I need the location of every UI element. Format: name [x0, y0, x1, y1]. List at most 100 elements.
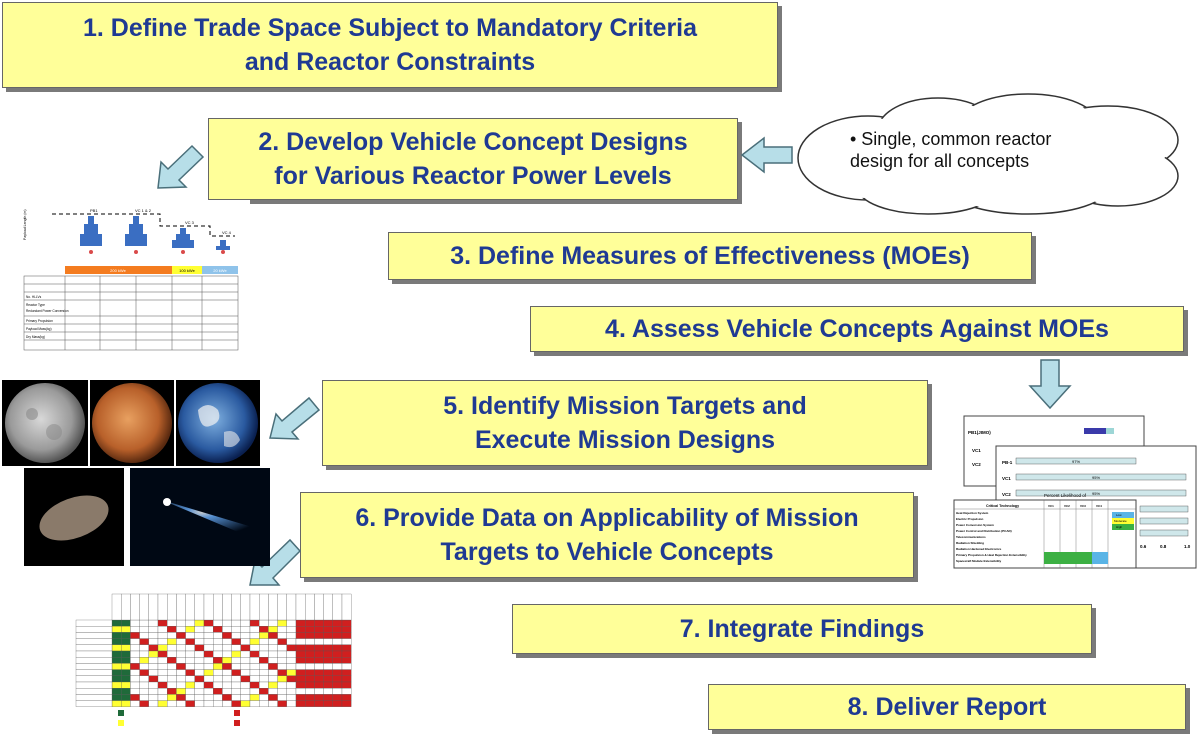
step-5-box: 5. Identify Mission Targets and Execute …	[322, 380, 928, 466]
matrix-cell	[176, 694, 186, 701]
matrix-cell	[167, 700, 177, 707]
matrix-cell	[203, 675, 214, 683]
matrix-cell	[277, 632, 287, 639]
matrix-cell	[148, 619, 159, 627]
matrix-cell	[121, 657, 131, 664]
matrix-cell	[231, 675, 241, 683]
matrix-cell	[167, 632, 177, 639]
matrix-cell	[231, 644, 241, 652]
matrix-cell	[259, 688, 269, 695]
svg-text:VC1: VC1	[972, 448, 981, 453]
matrix-cell	[130, 650, 140, 658]
matrix-cell	[203, 632, 214, 639]
matrix-cell	[222, 638, 232, 645]
matrix-cell	[222, 663, 232, 670]
matrix-cell	[139, 632, 149, 639]
matrix-cell	[240, 626, 251, 633]
matrix-cell	[314, 675, 324, 683]
matrix-row-label	[75, 644, 113, 652]
matrix-cell	[277, 650, 287, 658]
arrow-step4-to-moe	[1028, 359, 1072, 410]
matrix-cell	[341, 669, 352, 676]
svg-text:Power Control and Distribution: Power Control and Distribution (PCAD)	[956, 529, 1012, 533]
matrix-cell	[176, 644, 186, 652]
matrix-cell	[332, 619, 343, 627]
matrix-cell	[167, 626, 177, 633]
matrix-cell	[268, 681, 278, 689]
matrix-row-label	[75, 626, 113, 633]
svg-text:0.8: 0.8	[1160, 544, 1167, 549]
matrix-cell	[148, 700, 159, 707]
matrix-col-header	[176, 593, 186, 621]
matrix-cell	[167, 694, 177, 701]
matrix-cell	[213, 619, 223, 627]
matrix-cell	[203, 681, 214, 689]
matrix-cell	[139, 681, 149, 689]
matrix-cell	[167, 675, 177, 683]
matrix-legend-swatch	[118, 720, 124, 726]
matrix-cell	[222, 650, 232, 658]
matrix-cell	[111, 619, 122, 627]
matrix-cell	[185, 681, 195, 689]
matrix-col-header	[323, 593, 333, 621]
matrix-cell	[295, 675, 306, 683]
matrix-cell	[185, 694, 195, 701]
matrix-col-header	[167, 593, 177, 621]
matrix-cell	[249, 619, 260, 627]
matrix-cell	[332, 694, 343, 701]
matrix-cell	[111, 663, 122, 670]
matrix-cell	[185, 700, 195, 707]
matrix-cell	[194, 700, 205, 707]
matrix-cell	[259, 675, 269, 683]
svg-text:VC 3: VC 3	[185, 220, 195, 225]
matrix-cell	[213, 650, 223, 658]
matrix-cell	[111, 644, 122, 652]
matrix-cell	[286, 657, 297, 664]
step-2-line-1: 2. Develop Vehicle Concept Designs	[258, 128, 688, 156]
matrix-cell	[295, 657, 306, 664]
step-8-line-1: 8. Deliver Report	[847, 693, 1047, 721]
matrix-row-label	[75, 650, 113, 658]
matrix-cell	[268, 619, 278, 627]
matrix-cell	[222, 626, 232, 633]
matrix-cell	[277, 681, 287, 689]
step-1-line-2: and Reactor Constraints	[244, 48, 536, 76]
step-1-box: 1. Define Trade Space Subject to Mandato…	[2, 2, 778, 88]
matrix-cell	[157, 626, 168, 633]
matrix-cell	[314, 694, 324, 701]
matrix-cell	[286, 626, 297, 633]
matrix-cell	[176, 688, 186, 695]
matrix-cell	[121, 688, 131, 695]
matrix-cell	[341, 663, 352, 670]
matrix-cell	[139, 675, 149, 683]
matrix-cell	[203, 669, 214, 676]
matrix-cell	[157, 669, 168, 676]
matrix-cell	[268, 663, 278, 670]
svg-text:Radiation Hardened Electronics: Radiation Hardened Electronics	[956, 547, 1002, 551]
matrix-cell	[185, 657, 195, 664]
matrix-cell	[323, 638, 333, 645]
matrix-cell	[148, 638, 159, 645]
step-2-line-2: for Various Reactor Power Levels	[274, 162, 672, 190]
matrix-cell	[240, 638, 251, 645]
step-5-line-1: 5. Identify Mission Targets and	[443, 392, 807, 420]
matrix-cell	[323, 669, 333, 676]
matrix-cell	[203, 638, 214, 645]
matrix-cell	[130, 626, 140, 633]
matrix-cell	[139, 688, 149, 695]
matrix-cell	[305, 669, 315, 676]
matrix-cell	[176, 619, 186, 627]
matrix-cell	[286, 681, 297, 689]
matrix-cell	[314, 663, 324, 670]
matrix-cell	[157, 644, 168, 652]
matrix-cell	[203, 626, 214, 633]
matrix-cell	[323, 657, 333, 664]
matrix-cell	[332, 663, 343, 670]
matrix-col-header	[295, 593, 306, 621]
matrix-cell	[167, 663, 177, 670]
matrix-cell	[240, 694, 251, 701]
matrix-cell	[277, 675, 287, 683]
matrix-cell	[148, 644, 159, 652]
matrix-cell	[148, 657, 159, 664]
matrix-cell	[305, 675, 315, 683]
